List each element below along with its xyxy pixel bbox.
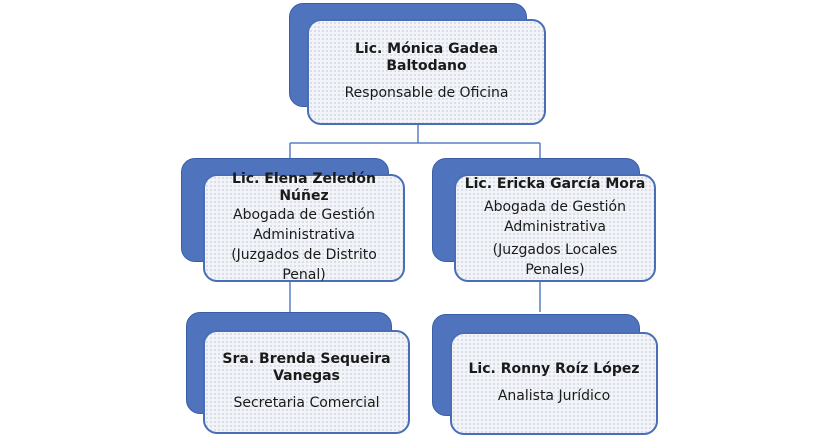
node-name: Lic. Mónica Gadea Baltodano — [354, 41, 499, 74]
node-unit: (Juzgados Locales Penales) — [492, 242, 618, 278]
node-name-line2: Vanegas — [273, 368, 340, 384]
node-role-line2: Administrativa — [253, 227, 355, 243]
node-card: Lic. Ronny Roíz López Analista Jurídico — [450, 332, 658, 435]
node-role-line1: Abogada de Gestión — [233, 207, 375, 223]
node-role-line1: Abogada de Gestión — [484, 198, 626, 215]
node-card: Lic. Mónica Gadea Baltodano Responsable … — [307, 19, 546, 125]
node-card: Lic. Ericka García Mora Abogada de Gesti… — [454, 174, 656, 282]
node-role: Analista Jurídico — [497, 388, 611, 404]
node-name: Lic. Ronny Roíz López — [468, 361, 640, 377]
node-role: Secretaria Comercial — [233, 395, 380, 411]
node-name-line1: Sra. Brenda Sequeira — [222, 351, 391, 367]
node-card: Sra. Brenda Sequeira Vanegas Secretaria … — [203, 330, 410, 434]
node-unit: (Juzgados de Distrito Penal) — [231, 247, 377, 283]
node-name: Lic. Elena Zeledón Núñez — [232, 171, 376, 204]
node-card: Lic. Elena Zeledón Núñez Abogada de Gest… — [203, 171, 405, 283]
node-name: Lic. Ericka García Mora — [464, 176, 646, 192]
node-role: Responsable de Oficina — [344, 85, 509, 101]
node-role-line2: Administrativa — [504, 218, 606, 235]
